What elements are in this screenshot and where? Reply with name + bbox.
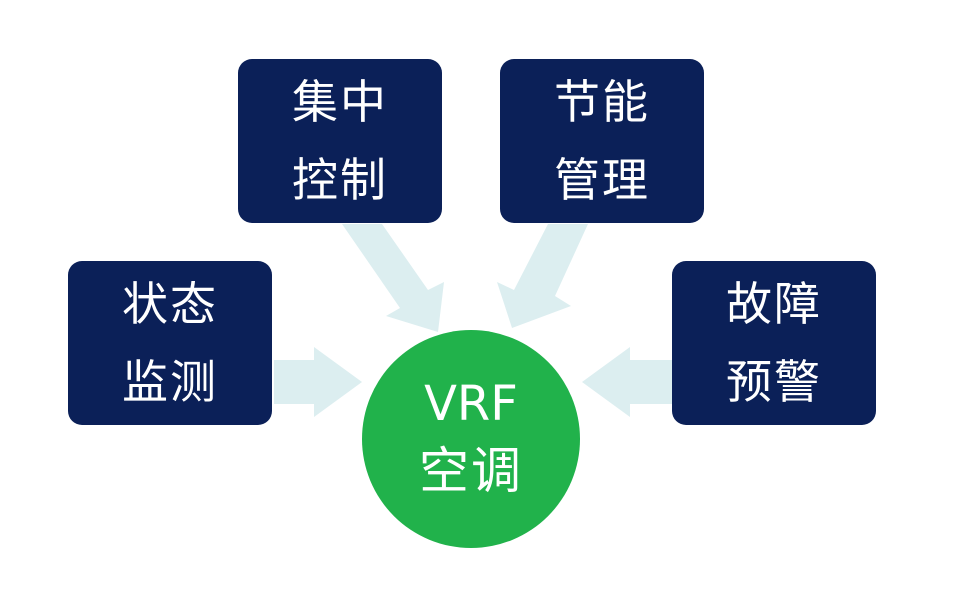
vrf-center-circle: VRF 空调 xyxy=(362,330,580,548)
box-label-line1: 集中 xyxy=(292,75,388,129)
box-label-line2: 预警 xyxy=(726,355,822,409)
energy-management-box: 节能 管理 xyxy=(500,59,704,223)
fault-warning-box: 故障 预警 xyxy=(672,261,876,425)
arrow-fault-to-center xyxy=(582,347,672,417)
box-label-line2: 控制 xyxy=(292,153,388,207)
status-monitoring-box: 状态 监测 xyxy=(68,261,272,425)
centralized-control-box: 集中 控制 xyxy=(238,59,442,223)
box-label-line2: 管理 xyxy=(554,153,650,207)
box-label-line1: 状态 xyxy=(122,277,218,331)
arrow-control-to-center xyxy=(342,224,444,332)
center-label-line2: 空调 xyxy=(419,442,523,500)
box-label-line1: 故障 xyxy=(726,277,822,331)
box-label-line2: 监测 xyxy=(122,355,218,409)
arrow-monitor-to-center xyxy=(274,347,362,417)
arrow-energy-to-center xyxy=(497,224,588,328)
box-label-line1: 节能 xyxy=(554,75,650,129)
center-label-line1: VRF xyxy=(424,376,518,432)
